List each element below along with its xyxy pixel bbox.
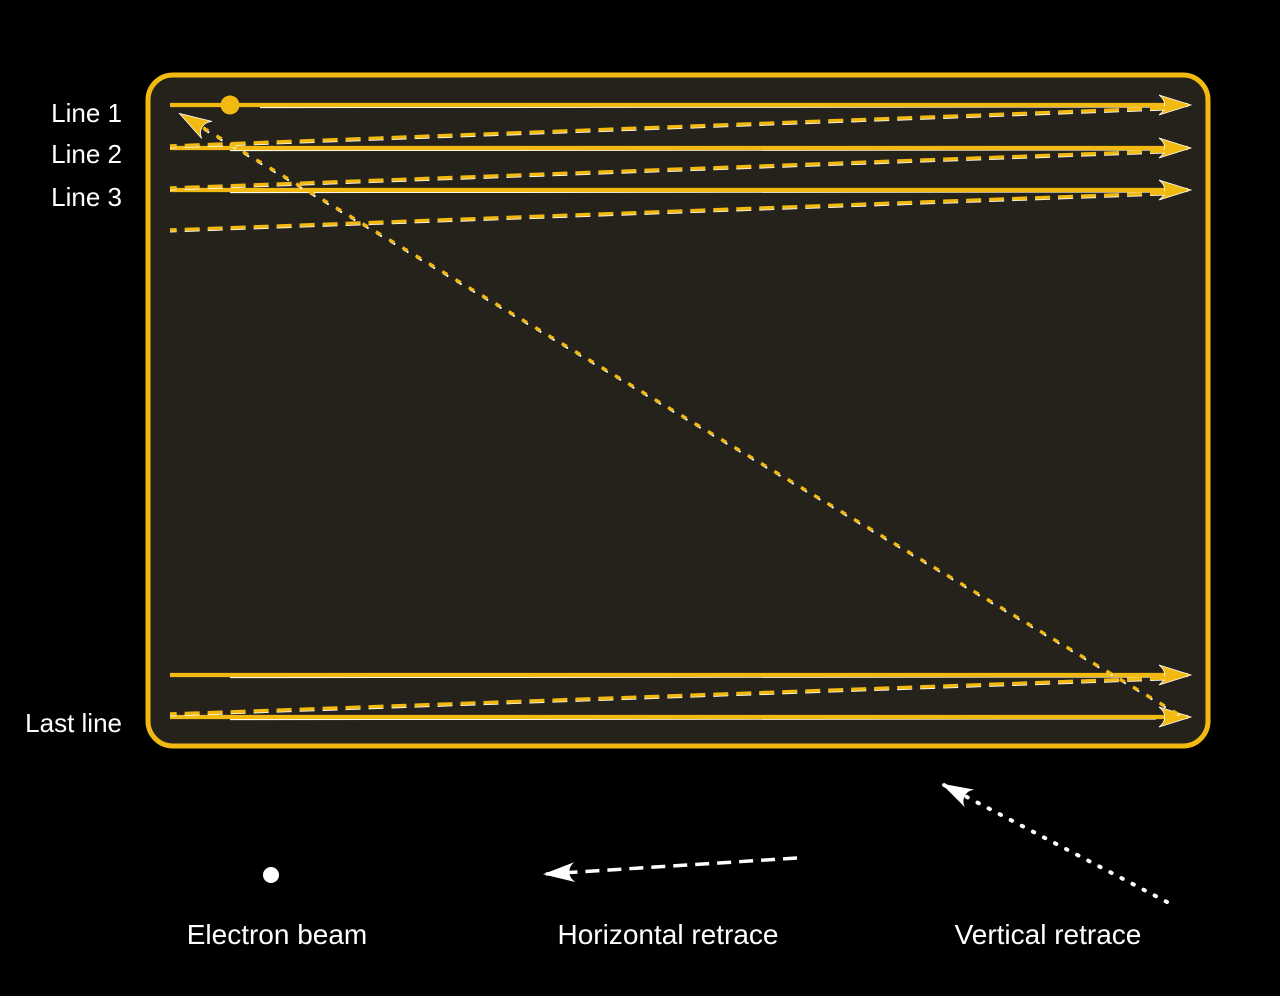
retrace-3-4 [169, 191, 1166, 232]
retrace-2-3 [169, 149, 1166, 190]
label-line-3: Line 3 [51, 182, 122, 212]
horizontal-retrace-lines [169, 106, 1166, 717]
legend-symbols [263, 783, 1169, 904]
legend-label-vertical-retrace: Vertical retrace [954, 919, 1142, 950]
legend-label-horizontal-retrace: Horizontal retrace [557, 919, 779, 950]
label-last-line: Last line [25, 708, 122, 738]
legend-vertical-retrace-arrow [941, 783, 1169, 904]
retrace-last [169, 676, 1166, 716]
crt-screen [145, 72, 1211, 749]
legend-label-electron-beam: Electron beam [186, 919, 368, 950]
label-line-2: Line 2 [51, 139, 122, 169]
electron-beam-dot-on-screen [220, 95, 240, 115]
retrace-1-2 [169, 106, 1166, 148]
label-line-1: Line 1 [51, 98, 122, 128]
scan-lines [170, 94, 1193, 728]
legend-horizontal-retrace-arrow [543, 856, 798, 883]
legend-electron-beam-dot [263, 867, 279, 883]
